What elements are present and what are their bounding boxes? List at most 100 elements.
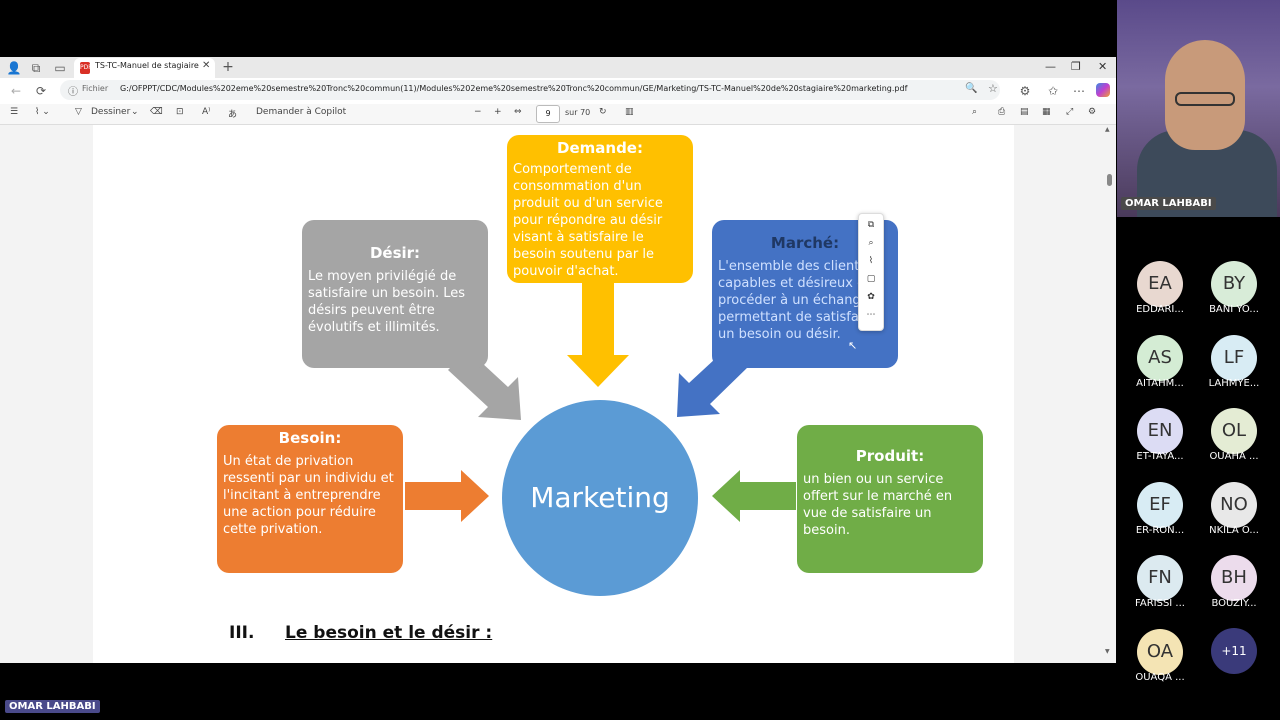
restore-icon[interactable]: ❐ xyxy=(1071,60,1081,73)
address-row: ← ⟳ ⓘ Fichier G:/OFPPT/CDC/Modules%202em… xyxy=(0,78,1116,104)
marche-text: L'ensemble des clients capables et désir… xyxy=(718,259,876,342)
desir-box: Désir: Le moyen privilégié de satisfaire… xyxy=(302,220,488,368)
participant-avatar[interactable]: FN xyxy=(1137,555,1183,601)
produit-title: Produit: xyxy=(855,447,925,465)
participant-avatar[interactable]: EN xyxy=(1137,408,1183,454)
rotate-icon[interactable]: ↻ xyxy=(599,107,607,117)
comment-icon[interactable]: ▢ xyxy=(866,274,876,284)
participant-avatar[interactable]: EF xyxy=(1137,481,1183,528)
desir-title: Désir: xyxy=(369,244,421,262)
scrollbar-thumb[interactable] xyxy=(1107,174,1112,186)
participant-name: LAHMYE... xyxy=(1208,377,1260,389)
presenter-name-tag: OMAR LAHBABI xyxy=(1121,197,1216,210)
participant-avatar[interactable]: AS xyxy=(1137,334,1183,381)
address-bar[interactable]: ⓘ Fichier G:/OFPPT/CDC/Modules%202eme%20… xyxy=(60,80,1000,100)
profile-icon[interactable]: 👤 xyxy=(6,61,22,75)
scroll-down-icon[interactable]: ▼ xyxy=(1105,648,1110,655)
arrow-demande xyxy=(567,283,629,387)
zoom-icon[interactable]: 🔍 xyxy=(965,83,978,94)
add-text-icon[interactable]: ⊡ xyxy=(176,107,184,117)
highlight-icon[interactable]: ⌇ ⌄ xyxy=(35,107,50,117)
zoom-in-button[interactable]: + xyxy=(494,107,502,117)
search-icon[interactable]: ⌕ xyxy=(972,107,978,117)
desir-text: Le moyen privilégié de satisfaire un bes… xyxy=(308,269,466,335)
workspaces-icon[interactable]: ⧉ xyxy=(31,61,41,75)
marche-box: Marché: L'ensemble des clients capables … xyxy=(712,220,898,368)
tab-title: TS-TC-Manuel de stagiaire marke xyxy=(95,61,199,70)
participant-avatar[interactable]: OA xyxy=(1137,628,1183,675)
selection-mini-toolbar: ⧉ ⌕ ⌇ ▢ ✿ ⋯ xyxy=(858,213,884,331)
scrollbar[interactable] xyxy=(1104,125,1116,663)
participant-name: OUAQA ... xyxy=(1135,671,1185,683)
more-menu-icon[interactable]: ⋯ xyxy=(1073,84,1085,98)
address-prefix: Fichier xyxy=(82,84,109,93)
participant-name: NKILA O... xyxy=(1209,524,1259,536)
read-aloud-icon[interactable]: A⁾ xyxy=(202,107,211,117)
copy-icon[interactable]: ⧉ xyxy=(867,220,875,230)
back-icon[interactable]: ← xyxy=(10,84,22,98)
demande-text: Comportement de consommation d'un produi… xyxy=(513,162,663,279)
participant-avatar[interactable]: LF xyxy=(1211,334,1257,381)
participant-avatar[interactable]: BH xyxy=(1211,555,1257,601)
save-as-icon[interactable]: ▦ xyxy=(1042,107,1051,117)
search-selection-icon[interactable]: ⌕ xyxy=(868,238,874,248)
settings-icon[interactable]: ⚙ xyxy=(1088,107,1097,117)
save-icon[interactable]: ▤ xyxy=(1020,107,1029,117)
url-text: G:/OFPPT/CDC/Modules%202eme%20semestre%2… xyxy=(120,84,908,93)
close-window-icon[interactable]: ✕ xyxy=(1098,60,1108,73)
translate-icon[interactable]: あ xyxy=(228,110,238,120)
draw-icon[interactable]: ▽ xyxy=(75,107,82,117)
tab-pdf[interactable]: PDF TS-TC-Manuel de stagiaire marke ✕ xyxy=(74,58,215,78)
besoin-title: Besoin: xyxy=(278,429,342,447)
participant-avatar[interactable]: OL xyxy=(1211,408,1257,454)
participant-avatar[interactable]: BY xyxy=(1211,261,1257,307)
draw-button[interactable]: Dessiner xyxy=(91,107,131,117)
participant-name: FARISSI ... xyxy=(1135,598,1185,609)
arrow-besoin xyxy=(405,470,489,522)
fullscreen-icon[interactable]: ⤢ xyxy=(1066,107,1074,117)
participant-name: ET-TAYA... xyxy=(1136,451,1184,462)
presenter-video xyxy=(1117,0,1280,217)
eraser-icon[interactable]: ⌫ xyxy=(150,107,163,117)
draw-dropdown-icon[interactable]: ⌄ xyxy=(131,107,139,117)
ask-copilot-button[interactable]: Demander à Copilot xyxy=(256,107,347,117)
participant-name: ER-RON... xyxy=(1135,524,1185,536)
refresh-icon[interactable]: ⟳ xyxy=(35,84,47,98)
favorites-icon[interactable]: ✩ xyxy=(1047,84,1059,98)
copilot-icon[interactable] xyxy=(1096,83,1110,97)
minimize-icon[interactable]: — xyxy=(1045,60,1056,73)
demande-title: Demande: xyxy=(557,139,643,157)
more-participants-button[interactable]: +11 xyxy=(1211,628,1257,674)
participant-name: BANI YO... xyxy=(1209,304,1259,315)
copilot-selection-icon[interactable]: ✿ xyxy=(867,292,875,302)
participant-name: EDDARI... xyxy=(1136,304,1184,315)
print-icon[interactable]: ⎙ xyxy=(998,107,1006,117)
participant-avatar[interactable]: NO xyxy=(1211,481,1257,528)
new-tab-icon[interactable]: + xyxy=(222,59,234,75)
page-number-input[interactable]: 9 xyxy=(536,105,560,123)
contents-icon[interactable]: ☰ xyxy=(10,107,19,117)
pdf-toolbar: ☰ ⌇ ⌄ ▽ Dessiner ⌄ ⌫ ⊡ A⁾ あ Demander à C… xyxy=(0,104,1116,125)
arrow-produit xyxy=(712,470,796,522)
tab-actions-icon[interactable]: ▭ xyxy=(54,61,66,75)
zoom-out-button[interactable]: − xyxy=(474,107,482,117)
bottom-name-tag: OMAR LAHBABI xyxy=(5,700,100,713)
info-icon[interactable]: ⓘ xyxy=(68,87,78,98)
extensions-icon[interactable]: ⚙ xyxy=(1019,84,1031,98)
scroll-up-icon[interactable]: ▲ xyxy=(1105,126,1110,133)
favorite-star-icon[interactable]: ☆ xyxy=(988,82,998,95)
page-total: sur 70 xyxy=(565,108,591,117)
participant-avatar[interactable]: EA xyxy=(1137,261,1183,307)
participant-name: OUAHA ... xyxy=(1209,451,1259,462)
more-options-icon[interactable]: ⋯ xyxy=(866,310,876,320)
highlight-selection-icon[interactable]: ⌇ xyxy=(868,256,874,266)
mouse-cursor-icon: ↖ xyxy=(848,339,858,352)
marche-title: Marché: xyxy=(770,234,840,252)
participant-name: BOUZIY... xyxy=(1211,598,1257,609)
close-tab-icon[interactable]: ✕ xyxy=(202,60,211,71)
browser-window: 👤 ⧉ ▭ PDF TS-TC-Manuel de stagiaire mark… xyxy=(0,57,1116,663)
page-view-icon[interactable]: ▥ xyxy=(625,107,634,117)
besoin-text: Un état de privation ressenti par un ind… xyxy=(223,454,394,537)
fit-page-icon[interactable]: ⇔ xyxy=(514,107,522,117)
section-number: III. xyxy=(229,623,255,643)
